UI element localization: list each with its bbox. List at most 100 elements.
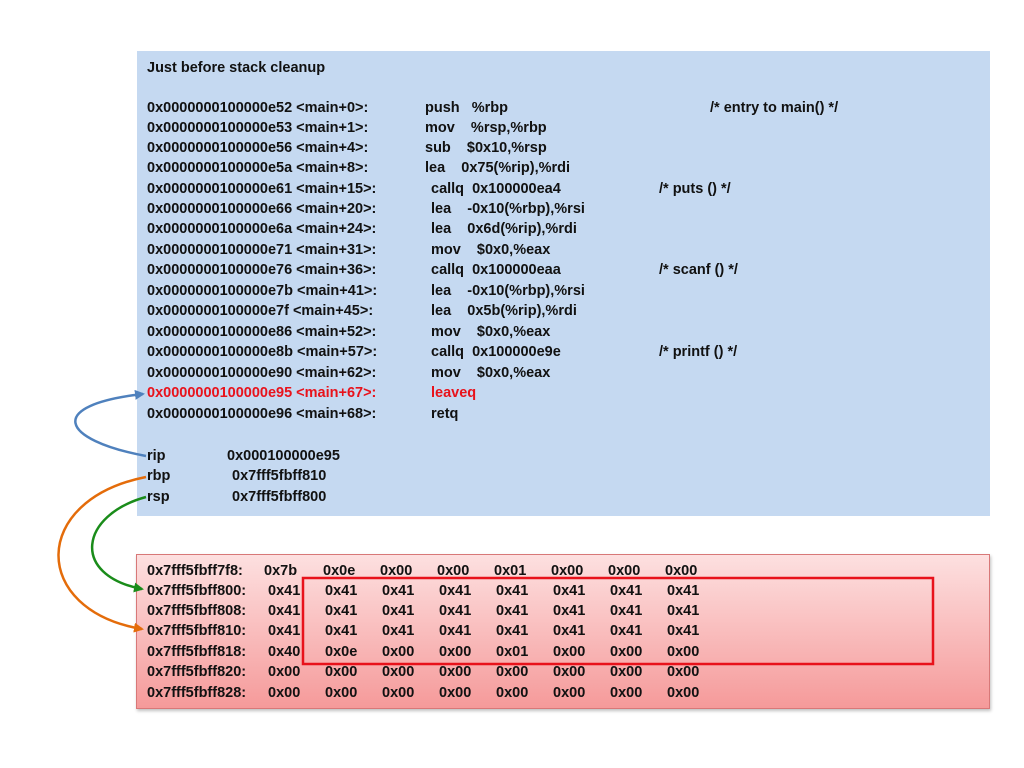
memory-byte: 0x01 — [496, 644, 529, 660]
asm-instr: lea -0x10(%rbp),%rsi — [431, 201, 585, 217]
memory-byte: 0x41 — [268, 603, 301, 619]
overflow-highlight-box — [301, 576, 935, 666]
asm-instr: callq 0x100000e9e — [431, 344, 561, 360]
memory-byte: 0x41 — [610, 623, 643, 639]
disassembly-panel — [137, 51, 990, 516]
memory-byte: 0x41 — [325, 583, 358, 599]
asm-instr: mov %rsp,%rbp — [425, 120, 547, 136]
memory-byte: 0x41 — [496, 623, 529, 639]
memory-byte: 0x00 — [553, 664, 586, 680]
comment-entry: /* entry to main() */ — [710, 100, 839, 116]
register-value-rsp: 0x7fff5fbff800 — [232, 489, 327, 505]
memory-byte: 0x41 — [553, 623, 586, 639]
memory-byte: 0x00 — [268, 664, 301, 680]
asm-addr: 0x0000000100000e7f <main+45>: — [147, 303, 374, 319]
memory-byte: 0x00 — [439, 685, 472, 701]
memory-byte: 0x00 — [610, 685, 643, 701]
memory-row-addr: 0x7fff5fbff810: — [147, 623, 247, 639]
asm-addr: 0x0000000100000e66 <main+20>: — [147, 201, 377, 217]
memory-byte: 0x41 — [325, 623, 358, 639]
memory-byte: 0x0e — [323, 563, 356, 579]
memory-byte: 0x00 — [325, 664, 358, 680]
asm-instr: mov $0x0,%eax — [431, 242, 551, 258]
asm-instr-current: leaveq — [431, 385, 477, 401]
memory-byte: 0x41 — [496, 603, 529, 619]
memory-byte: 0x00 — [667, 644, 700, 660]
register-value-rbp: 0x7fff5fbff810 — [232, 468, 327, 484]
register-name-rip: rip — [147, 448, 166, 464]
memory-byte: 0x41 — [667, 583, 700, 599]
panel-title: Just before stack cleanup — [147, 60, 326, 76]
memory-byte: 0x00 — [382, 644, 415, 660]
memory-byte: 0x00 — [665, 563, 698, 579]
asm-instr: retq — [431, 406, 459, 422]
asm-addr: 0x0000000100000e56 <main+4>: — [147, 140, 369, 156]
asm-instr: sub $0x10,%rsp — [425, 140, 547, 156]
memory-byte: 0x41 — [382, 623, 415, 639]
asm-addr: 0x0000000100000e8b <main+57>: — [147, 344, 378, 360]
rbp-arrow — [57, 475, 147, 633]
rsp-arrow — [90, 495, 147, 593]
asm-addr: 0x0000000100000e61 <main+15>: — [147, 181, 377, 197]
asm-addr: 0x0000000100000e53 <main+1>: — [147, 120, 369, 136]
memory-byte: 0x41 — [667, 603, 700, 619]
asm-addr: 0x0000000100000e52 <main+0>: — [147, 100, 369, 116]
memory-row-addr: 0x7fff5fbff800: — [147, 583, 247, 599]
memory-row-addr: 0x7fff5fbff7f8: — [147, 563, 243, 579]
memory-row-addr: 0x7fff5fbff828: — [147, 685, 247, 701]
asm-instr: mov $0x0,%eax — [431, 324, 551, 340]
memory-byte: 0x00 — [667, 685, 700, 701]
asm-addr: 0x0000000100000e7b <main+41>: — [147, 283, 378, 299]
memory-byte: 0x00 — [325, 685, 358, 701]
memory-byte: 0x40 — [268, 644, 301, 660]
memory-byte: 0x0e — [325, 644, 358, 660]
asm-addr-current: 0x0000000100000e95 <main+67>: — [147, 385, 377, 401]
memory-byte: 0x7b — [264, 563, 298, 579]
register-name-rbp: rbp — [147, 468, 171, 484]
memory-byte: 0x41 — [496, 583, 529, 599]
comment-puts: /* puts () */ — [659, 181, 731, 197]
asm-addr: 0x0000000100000e96 <main+68>: — [147, 406, 377, 422]
register-name-rsp: rsp — [147, 489, 170, 505]
memory-byte: 0x00 — [268, 685, 301, 701]
rip-arrow — [74, 389, 147, 458]
memory-byte: 0x00 — [382, 685, 415, 701]
asm-instr: push %rbp — [425, 100, 508, 116]
memory-byte: 0x41 — [439, 603, 472, 619]
memory-byte: 0x41 — [382, 583, 415, 599]
memory-byte: 0x41 — [382, 603, 415, 619]
asm-addr: 0x0000000100000e86 <main+52>: — [147, 324, 377, 340]
asm-instr: callq 0x100000ea4 — [431, 181, 561, 197]
memory-byte: 0x00 — [439, 664, 472, 680]
memory-byte: 0x00 — [437, 563, 470, 579]
memory-byte: 0x00 — [553, 644, 586, 660]
asm-addr: 0x0000000100000e90 <main+62>: — [147, 365, 377, 381]
memory-byte: 0x00 — [610, 644, 643, 660]
memory-byte: 0x00 — [496, 664, 529, 680]
memory-byte: 0x41 — [553, 583, 586, 599]
memory-row-addr: 0x7fff5fbff808: — [147, 603, 247, 619]
memory-byte: 0x00 — [610, 664, 643, 680]
memory-byte: 0x41 — [268, 623, 301, 639]
asm-instr: mov $0x0,%eax — [431, 365, 551, 381]
asm-addr: 0x0000000100000e5a <main+8>: — [147, 160, 369, 176]
asm-addr: 0x0000000100000e76 <main+36>: — [147, 262, 377, 278]
memory-byte: 0x41 — [325, 603, 358, 619]
memory-row-addr: 0x7fff5fbff818: — [147, 644, 247, 660]
asm-instr: lea -0x10(%rbp),%rsi — [431, 283, 585, 299]
memory-byte: 0x00 — [439, 644, 472, 660]
memory-byte: 0x41 — [553, 603, 586, 619]
memory-row-addr: 0x7fff5fbff820: — [147, 664, 247, 680]
memory-byte: 0x00 — [496, 685, 529, 701]
memory-byte: 0x41 — [268, 583, 301, 599]
memory-byte: 0x00 — [551, 563, 584, 579]
memory-byte: 0x41 — [667, 623, 700, 639]
register-value-rip: 0x000100000e95 — [227, 448, 340, 464]
memory-byte: 0x01 — [494, 563, 527, 579]
asm-instr: callq 0x100000eaa — [431, 262, 561, 278]
memory-byte: 0x00 — [382, 664, 415, 680]
memory-byte: 0x00 — [608, 563, 641, 579]
memory-byte: 0x00 — [553, 685, 586, 701]
memory-byte: 0x41 — [610, 583, 643, 599]
